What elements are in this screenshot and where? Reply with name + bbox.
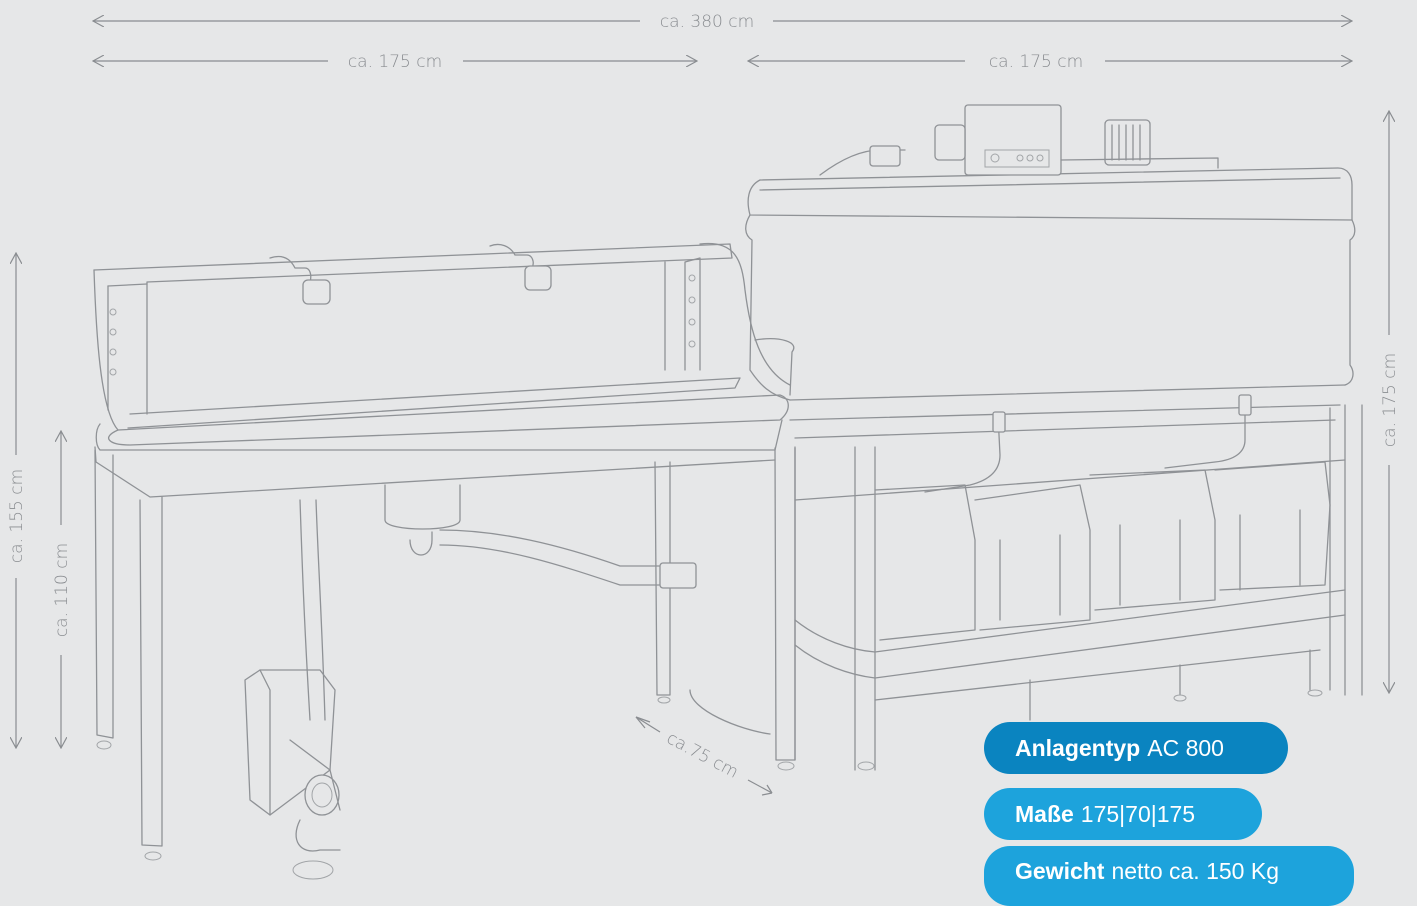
dimension-left-height-table-label: ca. 110 cm [52, 543, 72, 637]
spec-badge-dimensions: Maße 175|70|175 [984, 788, 1262, 840]
dimension-left-width: ca. 175 cm [93, 52, 697, 72]
dimension-right-height: ca. 175 cm [1380, 111, 1400, 693]
spec-label: Maße [1015, 800, 1074, 827]
dimension-total-width: ca. 380 cm [93, 12, 1352, 32]
dimension-depth-label: ca.75 cm [663, 728, 741, 782]
spec-badge-type: Anlagentyp AC 800 [984, 722, 1288, 774]
dimension-right-height-label: ca. 175 cm [1380, 353, 1400, 447]
dimension-left-height-total: ca. 155 cm [7, 253, 27, 748]
dimension-left-width-label: ca. 175 cm [348, 52, 442, 72]
left-table-unit [93, 242, 796, 880]
spec-label: Gewicht [1015, 858, 1105, 884]
dimension-right-width-label: ca. 175 cm [989, 52, 1083, 72]
machine-drawing: ca. 380 cm ca. 175 cm ca. 175 cm ca. 175… [7, 12, 1400, 880]
dimension-left-height-table: ca. 110 cm [52, 431, 72, 748]
dimension-left-height-total-label: ca. 155 cm [7, 469, 27, 563]
dimension-right-width: ca. 175 cm [748, 52, 1352, 72]
right-tank-unit [745, 104, 1363, 771]
spec-label: Anlagentyp [1015, 734, 1141, 761]
dimension-depth: ca.75 cm [635, 716, 773, 796]
dimension-total-width-label: ca. 380 cm [660, 12, 754, 32]
spec-value: netto ca. 150 Kg [1111, 858, 1279, 884]
spec-value: AC 800 [1147, 734, 1224, 761]
spec-value: 175|70|175 [1080, 800, 1196, 827]
spec-badge-weight: Gewicht netto ca. 150 Kg [984, 846, 1354, 906]
